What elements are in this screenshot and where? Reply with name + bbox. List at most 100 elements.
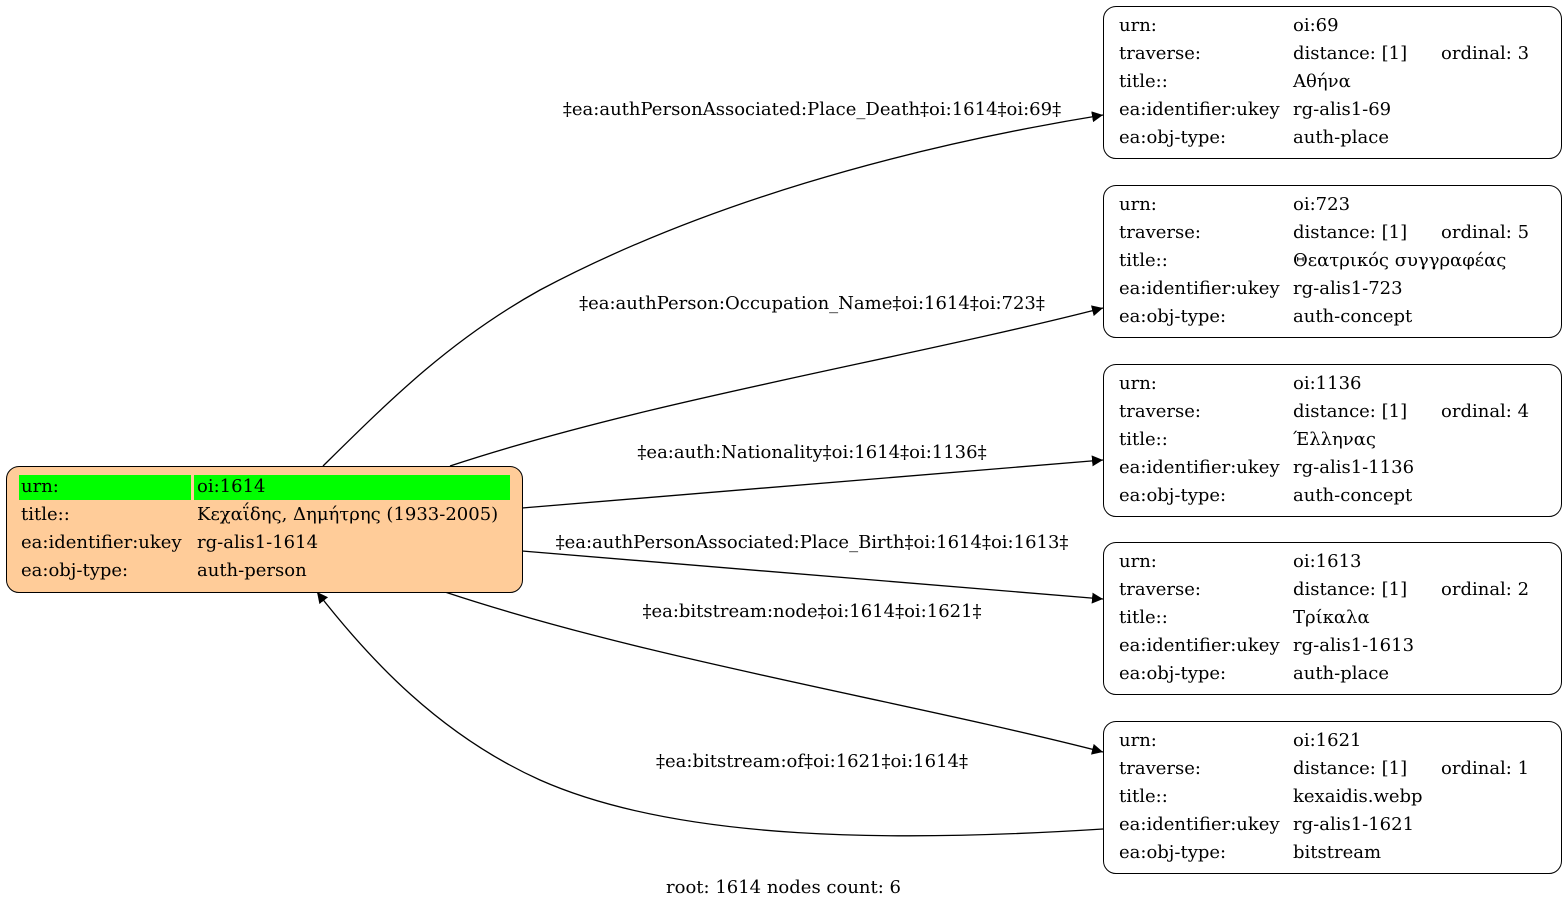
node-oi-1621[interactable]: urn: oi:1621 traverse: distance: [1] ord… — [1103, 721, 1562, 874]
node-row-title: title:: Θεατρικός συγγραφέας — [1104, 247, 1561, 275]
node-key: title:: — [1119, 786, 1168, 807]
node-row-traverse: traverse: distance: [1] ordinal: 1 — [1104, 755, 1561, 783]
node-ukey: rg-alis1-1136 — [1293, 457, 1415, 478]
node-oi-723[interactable]: urn: oi:723 traverse: distance: [1] ordi… — [1103, 185, 1562, 338]
node-row-obj-type: ea:obj-type: auth-place — [1104, 124, 1561, 152]
node-distance: distance: [1] — [1293, 401, 1408, 422]
node-obj-type: auth-concept — [1293, 306, 1413, 327]
root-row-title: title:: Κεχαΐδης, Δημήτρης (1933-2005) — [7, 502, 522, 530]
node-row-title: title:: kexaidis.webp — [1104, 783, 1561, 811]
root-row-ukey: ea:identifier:ukey rg-alis1-1614 — [7, 530, 522, 558]
node-title: kexaidis.webp — [1293, 786, 1423, 807]
edge-occupation[interactable] — [449, 305, 1104, 467]
node-key: traverse: — [1119, 222, 1201, 243]
node-ordinal: ordinal: 4 — [1441, 401, 1530, 422]
root-urn-key-highlight — [19, 475, 191, 500]
node-row-obj-type: ea:obj-type: auth-concept — [1104, 303, 1561, 331]
node-key: title:: — [1119, 429, 1168, 450]
node-key: ea:obj-type: — [1119, 306, 1227, 327]
node-distance: distance: [1] — [1293, 43, 1408, 64]
edge-label-bitstream-node: ‡ea:bitstream:node‡oi:1614‡oi:1621‡ — [642, 601, 981, 622]
node-ordinal: ordinal: 2 — [1441, 579, 1530, 600]
edge-label-occupation: ‡ea:authPerson:Occupation_Name‡oi:1614‡o… — [579, 293, 1045, 314]
root-key: ea:obj-type: — [21, 560, 129, 581]
edge-place-birth[interactable] — [521, 550, 1104, 604]
node-ukey: rg-alis1-723 — [1293, 278, 1403, 299]
node-row-obj-type: ea:obj-type: auth-concept — [1104, 482, 1561, 510]
node-urn: oi:69 — [1293, 15, 1339, 36]
node-row-traverse: traverse: distance: [1] ordinal: 2 — [1104, 576, 1561, 604]
root-row-obj-type: ea:obj-type: auth-person — [7, 558, 522, 586]
edge-bitstream-of[interactable] — [316, 591, 1104, 837]
node-obj-type: auth-place — [1293, 127, 1389, 148]
node-key: ea:obj-type: — [1119, 842, 1227, 863]
edge-nationality[interactable] — [521, 455, 1104, 509]
node-key: traverse: — [1119, 579, 1201, 600]
node-urn: oi:1621 — [1293, 730, 1362, 751]
node-row-ukey: ea:identifier:ukey rg-alis1-723 — [1104, 275, 1561, 303]
node-key: traverse: — [1119, 43, 1201, 64]
node-row-title: title:: Έλληνας — [1104, 426, 1561, 454]
edge-label-nationality: ‡ea:auth:Nationality‡oi:1614‡oi:1136‡ — [637, 442, 986, 463]
node-title: Αθήνα — [1293, 71, 1351, 92]
root-value: auth-person — [197, 560, 307, 581]
root-node[interactable]: urn: oi:1614 title:: Κεχαΐδης, Δημήτρης … — [6, 466, 523, 593]
node-title: Θεατρικός συγγραφέας — [1293, 250, 1507, 271]
root-key: title:: — [21, 504, 70, 525]
edge-bitstream-node[interactable] — [444, 591, 1104, 755]
node-ordinal: ordinal: 5 — [1441, 222, 1530, 243]
node-row-obj-type: ea:obj-type: bitstream — [1104, 839, 1561, 867]
root-value: oi:1614 — [197, 476, 266, 497]
node-key: title:: — [1119, 250, 1168, 271]
node-key: ea:obj-type: — [1119, 663, 1227, 684]
node-row-traverse: traverse: distance: [1] ordinal: 5 — [1104, 219, 1561, 247]
node-row-ukey: ea:identifier:ukey rg-alis1-1613 — [1104, 632, 1561, 660]
node-key: ea:obj-type: — [1119, 485, 1227, 506]
node-distance: distance: [1] — [1293, 222, 1408, 243]
edge-label-place-death: ‡ea:authPersonAssociated:Place_Death‡oi:… — [563, 99, 1061, 120]
node-urn: oi:1136 — [1293, 373, 1362, 394]
node-distance: distance: [1] — [1293, 758, 1408, 779]
root-key: urn: — [21, 476, 59, 497]
node-row-urn: urn: oi:69 — [1104, 12, 1561, 40]
node-title: Έλληνας — [1293, 429, 1376, 450]
node-obj-type: bitstream — [1293, 842, 1382, 863]
node-obj-type: auth-concept — [1293, 485, 1413, 506]
node-key: urn: — [1119, 194, 1157, 215]
node-key: ea:identifier:ukey — [1119, 278, 1280, 299]
node-ukey: rg-alis1-69 — [1293, 99, 1392, 120]
node-oi-69[interactable]: urn: oi:69 traverse: distance: [1] ordin… — [1103, 6, 1562, 159]
node-urn: oi:723 — [1293, 194, 1351, 215]
node-key: urn: — [1119, 373, 1157, 394]
node-title: Τρίκαλα — [1293, 607, 1370, 628]
node-row-traverse: traverse: distance: [1] ordinal: 4 — [1104, 398, 1561, 426]
node-row-obj-type: ea:obj-type: auth-place — [1104, 660, 1561, 688]
node-row-ukey: ea:identifier:ukey rg-alis1-69 — [1104, 96, 1561, 124]
node-key: urn: — [1119, 15, 1157, 36]
node-row-urn: urn: oi:1136 — [1104, 370, 1561, 398]
node-key: traverse: — [1119, 401, 1201, 422]
node-key: ea:obj-type: — [1119, 127, 1227, 148]
graph-footer: root: 1614 nodes count: 6 — [666, 877, 901, 898]
node-oi-1136[interactable]: urn: oi:1136 traverse: distance: [1] ord… — [1103, 364, 1562, 517]
node-key: ea:identifier:ukey — [1119, 99, 1280, 120]
node-row-ukey: ea:identifier:ukey rg-alis1-1621 — [1104, 811, 1561, 839]
root-urn-value-highlight — [194, 475, 510, 500]
node-row-urn: urn: oi:723 — [1104, 191, 1561, 219]
edge-label-bitstream-of: ‡ea:bitstream:of‡oi:1621‡oi:1614‡ — [656, 751, 968, 772]
node-row-traverse: traverse: distance: [1] ordinal: 3 — [1104, 40, 1561, 68]
edge-place-death[interactable] — [322, 111, 1104, 467]
node-urn: oi:1613 — [1293, 551, 1362, 572]
node-key: ea:identifier:ukey — [1119, 814, 1280, 835]
node-key: traverse: — [1119, 758, 1201, 779]
node-ukey: rg-alis1-1621 — [1293, 814, 1415, 835]
node-ordinal: ordinal: 1 — [1441, 758, 1530, 779]
node-oi-1613[interactable]: urn: oi:1613 traverse: distance: [1] ord… — [1103, 542, 1562, 695]
node-key: title:: — [1119, 71, 1168, 92]
edge-label-place-birth: ‡ea:authPersonAssociated:Place_Birth‡oi:… — [556, 532, 1069, 553]
node-row-ukey: ea:identifier:ukey rg-alis1-1136 — [1104, 454, 1561, 482]
node-key: ea:identifier:ukey — [1119, 457, 1280, 478]
root-row-urn: urn: oi:1614 — [7, 474, 522, 502]
node-ordinal: ordinal: 3 — [1441, 43, 1530, 64]
